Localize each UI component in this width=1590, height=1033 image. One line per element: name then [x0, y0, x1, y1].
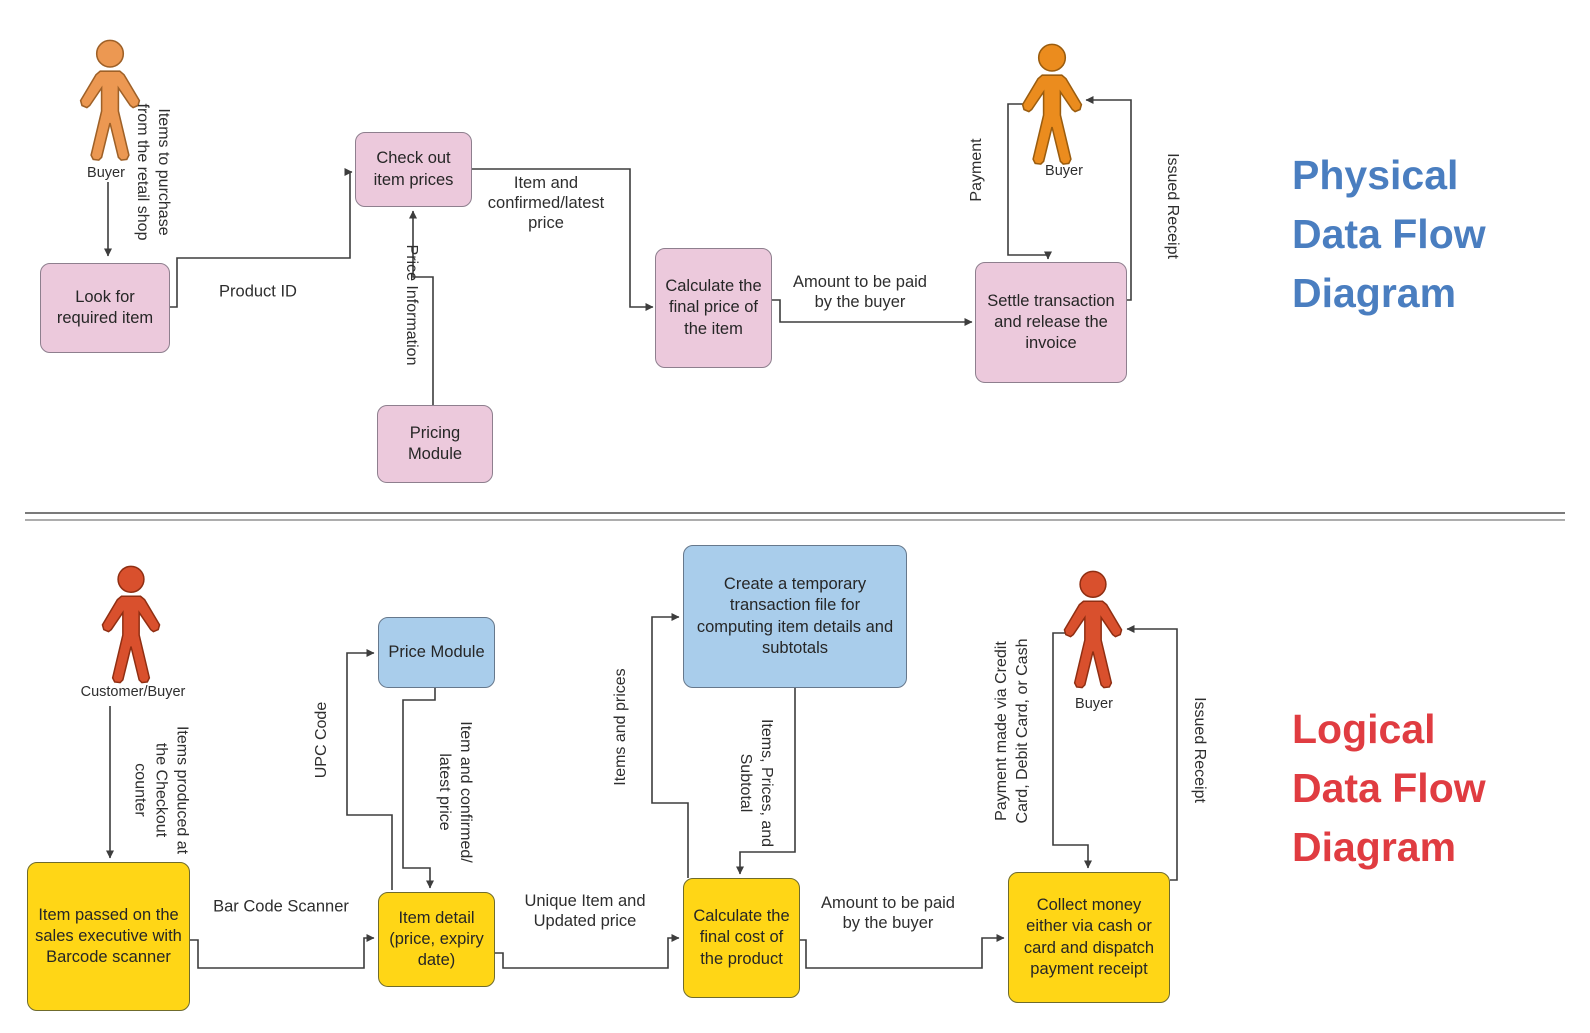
logical-dfd-title: Logical Data Flow Diagram	[1292, 700, 1486, 877]
flow-checkout-to-calculate	[472, 168, 654, 311]
actor-body	[79, 70, 141, 161]
flow-label-unique-item: Unique Item and Updated price	[524, 892, 646, 930]
actor-figure-buyer-top-right	[1021, 43, 1083, 165]
flow-label-bar-code-scanner: Bar Code Scanner	[213, 897, 349, 916]
flow-upc-to-pricemodule	[346, 649, 393, 890]
actor-label-buyer-top-right: Buyer	[1045, 163, 1083, 179]
actor-head	[1079, 570, 1107, 598]
datastore-box-price-module: Price Module	[378, 617, 495, 688]
flow-label-item-confirmed-top: Item and confirmed/latest price	[487, 174, 605, 232]
logical-title-line: Data Flow	[1292, 765, 1486, 811]
actor-head	[117, 565, 145, 593]
physical-flow-arrows	[104, 96, 1132, 405]
flow-label-issued-receipt-top: Issued Receipt	[1164, 153, 1181, 259]
actor-body	[101, 595, 161, 684]
flow-label-price-information: Price Information	[403, 244, 420, 366]
flow-label-items-prices-subtotal: Items, Prices, and Subtotal	[737, 718, 775, 848]
actor-figure-customer-bottom-left	[101, 565, 161, 684]
actor-body	[1063, 600, 1123, 689]
flow-label-items-and-prices: Items and prices	[612, 668, 629, 786]
physical-title-line: Physical	[1292, 152, 1459, 198]
flow-buyer-payment-bottom	[1052, 632, 1092, 869]
process-box-calc-final-cost: Calculate the final cost of the product	[683, 878, 800, 998]
flow-label-items-produced: Items produced at the Checkout counter	[131, 725, 191, 855]
flow-calculate-to-settle	[772, 299, 973, 326]
flow-label-item-confirmed-bottom: Item and confirmed/ latest price	[436, 721, 474, 863]
flow-pricing-to-checkout	[409, 210, 434, 405]
process-box-item-detail: Item detail (price, expiry date)	[378, 892, 495, 987]
physical-title-line: Data Flow	[1292, 211, 1486, 257]
flow-calcfinal-to-collect	[800, 934, 1005, 969]
process-box-calculate-price: Calculate the final price of the item	[655, 248, 772, 368]
flow-createtemp-to-calcfinal	[736, 688, 796, 875]
actor-figure-buyer-top-left	[79, 39, 141, 161]
flow-issued-receipt-bottom	[1126, 625, 1178, 881]
datastore-box-create-temp-file: Create a temporary transaction file for …	[683, 545, 907, 688]
logical-title-line: Diagram	[1292, 824, 1457, 870]
actor-head	[95, 39, 125, 68]
actor-label-buyer-top-left: Buyer	[87, 165, 125, 181]
flow-issued-receipt-top	[1085, 96, 1132, 301]
flow-look-to-checkout	[170, 168, 353, 308]
flow-label-issued-receipt-bottom: Issued Receipt	[1191, 697, 1208, 803]
flow-pricemodule-to-itemdetail	[402, 688, 436, 889]
flow-label-amount-paid-top: Amount to be paid by the buyer	[793, 273, 927, 311]
process-box-item-passed: Item passed on the sales executive with …	[27, 862, 190, 1011]
actor-body	[1021, 74, 1083, 165]
flow-calcfinal-to-createtemp	[651, 613, 689, 878]
flow-label-upc-code: UPC Code	[313, 701, 330, 779]
physical-dfd-title: Physical Data Flow Diagram	[1292, 146, 1486, 323]
flow-label-items-to-purchase: Items to purchase from the retail shop	[134, 103, 172, 241]
flow-itemdetail-to-calcfinal	[495, 934, 680, 969]
flow-itempassed-to-itemdetail	[190, 934, 375, 969]
actor-label-buyer-bottom-right: Buyer	[1075, 696, 1113, 712]
flow-buyer-payment	[1007, 103, 1052, 260]
flow-label-amount-paid-bottom: Amount to be paid by the buyer	[821, 894, 955, 932]
logical-title-line: Logical	[1292, 706, 1436, 752]
flow-label-product-id: Product ID	[219, 282, 297, 301]
flow-label-payment-top: Payment	[968, 138, 985, 202]
process-box-collect-money: Collect money either via cash or card an…	[1008, 872, 1170, 1003]
process-box-checkout-prices: Check out item prices	[355, 132, 472, 207]
flow-label-payment-via: Payment made via Credit Card, Debit Card…	[993, 638, 1031, 824]
datastore-box-pricing-module: Pricing Module	[377, 405, 493, 483]
section-divider	[25, 512, 1565, 521]
actor-figure-buyer-bottom-right	[1063, 570, 1123, 689]
process-box-look-for-item: Look for required item	[40, 263, 170, 353]
process-box-settle-transaction: Settle transaction and release the invoi…	[975, 262, 1127, 383]
logical-flow-arrows	[106, 613, 1178, 969]
actor-label-customer-buyer: Customer/Buyer	[80, 684, 186, 700]
physical-title-line: Diagram	[1292, 270, 1457, 316]
actor-head	[1037, 43, 1067, 72]
